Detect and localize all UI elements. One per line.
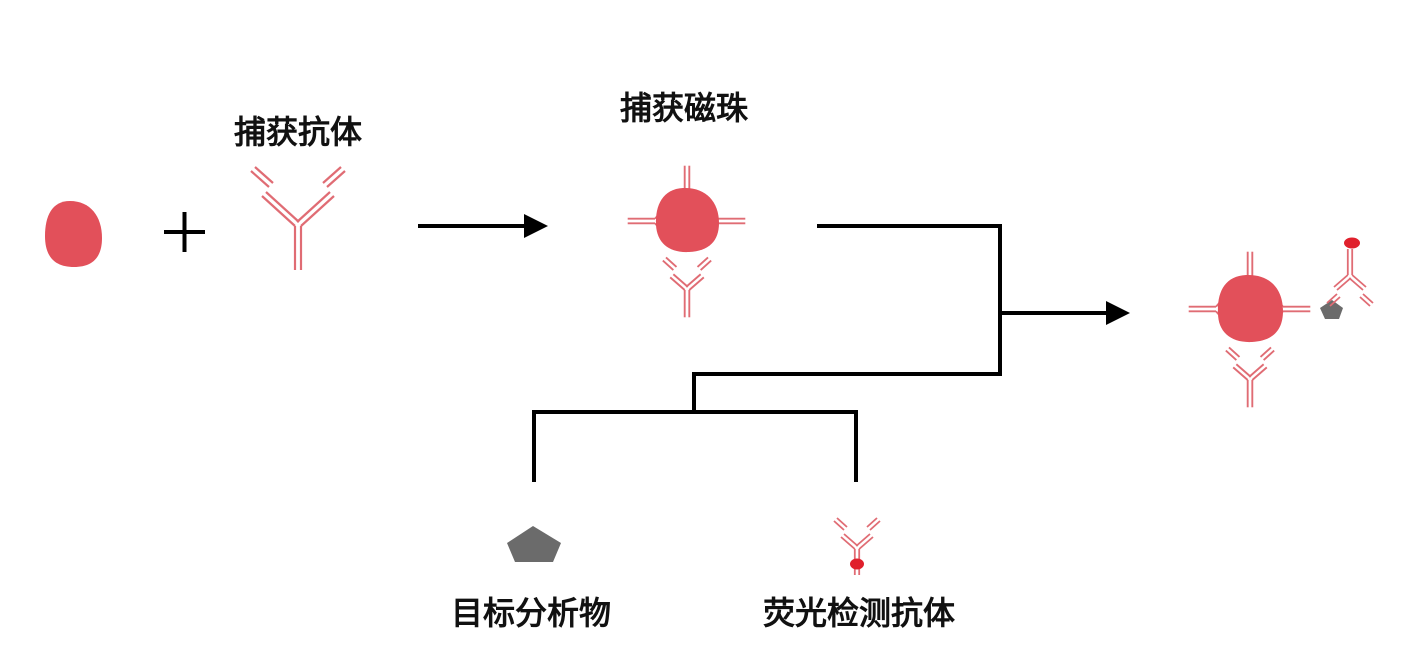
- connector-lines: [532, 224, 1110, 482]
- target-analyte-label: 目标分析物: [451, 594, 612, 632]
- analyte-icon: [507, 526, 561, 562]
- detection-antibody-icon: [833, 517, 881, 576]
- capture-bead-label: 捕获磁珠: [620, 89, 749, 127]
- arrow-icon: [418, 214, 548, 238]
- capture-antibody-label: 捕获抗体: [234, 113, 363, 151]
- bead: [45, 201, 102, 267]
- arrow-icon: [1106, 301, 1130, 325]
- plus-icon: [164, 212, 205, 252]
- sandwich-complex-icon: [1187, 237, 1374, 409]
- capture-bead-icon: [626, 164, 747, 319]
- detection-antibody-label: 荧光检测抗体: [763, 594, 956, 632]
- capture-antibody-icon: [249, 165, 347, 272]
